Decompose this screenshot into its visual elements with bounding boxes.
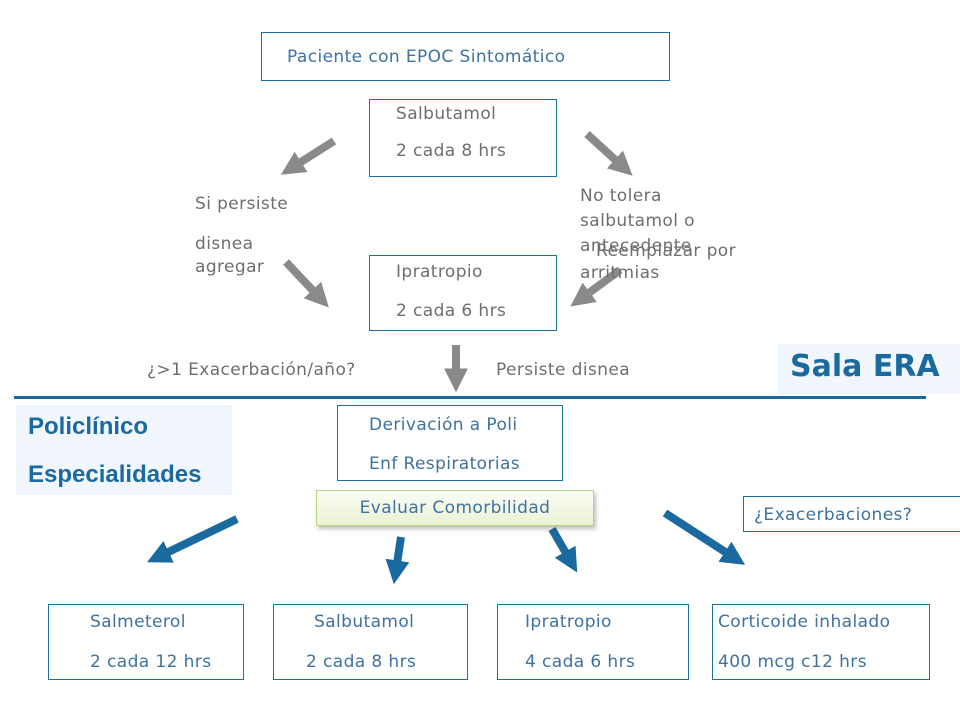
salbutamol-bottom-dose: 2 cada 8 hrs (306, 652, 417, 672)
policlinico-line2: Especialidades (28, 461, 202, 488)
salmeterol-box: Salmeterol 2 cada 12 hrs (48, 604, 244, 680)
exacerbaciones-box: ¿Exacerbaciones? (743, 496, 960, 532)
no-tolera-line1: No tolera (580, 186, 662, 206)
policlinico-block: Policlínico Especialidades (16, 405, 232, 495)
gray-arrow-right-down (570, 266, 623, 307)
no-tolera-line3: antecedente (580, 236, 692, 256)
blue-arrow-salmeterol (147, 515, 239, 563)
section-divider (14, 396, 926, 399)
policlinico-line1: Policlínico (28, 413, 149, 440)
salbutamol-bottom-name: Salbutamol (314, 612, 415, 632)
salbutamol-top-box: Salbutamol 2 cada 8 hrs (369, 99, 557, 177)
gray-arrow-left-down (283, 259, 329, 308)
ipratropio-bottom-name: Ipratropio (525, 612, 612, 632)
patient-label: Paciente con EPOC Sintomático (287, 47, 566, 67)
evaluar-comorbilidad: Evaluar Comorbilidad (316, 490, 594, 526)
blue-arrow-ipratropio (548, 526, 578, 573)
blue-arrow-salbutamol (385, 536, 410, 585)
ipratropio-bottom-box: Ipratropio 4 cada 6 hrs (497, 604, 689, 680)
salbutamol-top-dose: 2 cada 8 hrs (396, 141, 507, 161)
exacerbaciones-label: ¿Exacerbaciones? (754, 505, 913, 525)
derivacion-box: Derivación a Poli Enf Respiratorias (337, 405, 563, 481)
ipratropio-mid-name: Ipratropio (396, 262, 483, 282)
corticoide-dose: 400 mcg c12 hrs (718, 652, 867, 672)
salmeterol-dose: 2 cada 12 hrs (90, 652, 212, 672)
sala-era-label: Sala ERA (778, 344, 960, 394)
derivacion-line1: Derivación a Poli (369, 415, 518, 435)
patient-box: Paciente con EPOC Sintomático (261, 32, 670, 81)
exacerbacion-question: ¿>1 Exacerbación/año? (147, 360, 356, 380)
si-persiste-line1: Si persiste (195, 194, 289, 214)
salmeterol-name: Salmeterol (90, 612, 186, 632)
ipratropio-mid-dose: 2 cada 6 hrs (396, 301, 507, 321)
derivacion-line2: Enf Respiratorias (369, 454, 521, 474)
corticoide-name: Corticoide inhalado (718, 612, 891, 632)
corticoide-box: Corticoide inhalado 400 mcg c12 hrs (712, 604, 930, 680)
gray-arrow-top-left (280, 137, 337, 175)
persiste-disnea-label: Persiste disnea (496, 360, 631, 380)
si-persiste-line2: disnea (195, 234, 254, 254)
blue-arrow-corticoide (662, 509, 746, 565)
salbutamol-top-name: Salbutamol (396, 104, 497, 124)
no-tolera-line2: salbutamol o (580, 211, 695, 231)
si-persiste-line3: agregar (195, 257, 265, 277)
salbutamol-bottom-box: Salbutamol 2 cada 8 hrs (273, 604, 468, 680)
reemplazar-label: Reemplazar por (596, 241, 736, 261)
no-tolera-line4: arritmias (580, 263, 660, 283)
ipratropio-mid-box: Ipratropio 2 cada 6 hrs (369, 255, 557, 331)
gray-arrow-top-right (584, 131, 633, 176)
ipratropio-bottom-dose: 4 cada 6 hrs (525, 652, 636, 672)
